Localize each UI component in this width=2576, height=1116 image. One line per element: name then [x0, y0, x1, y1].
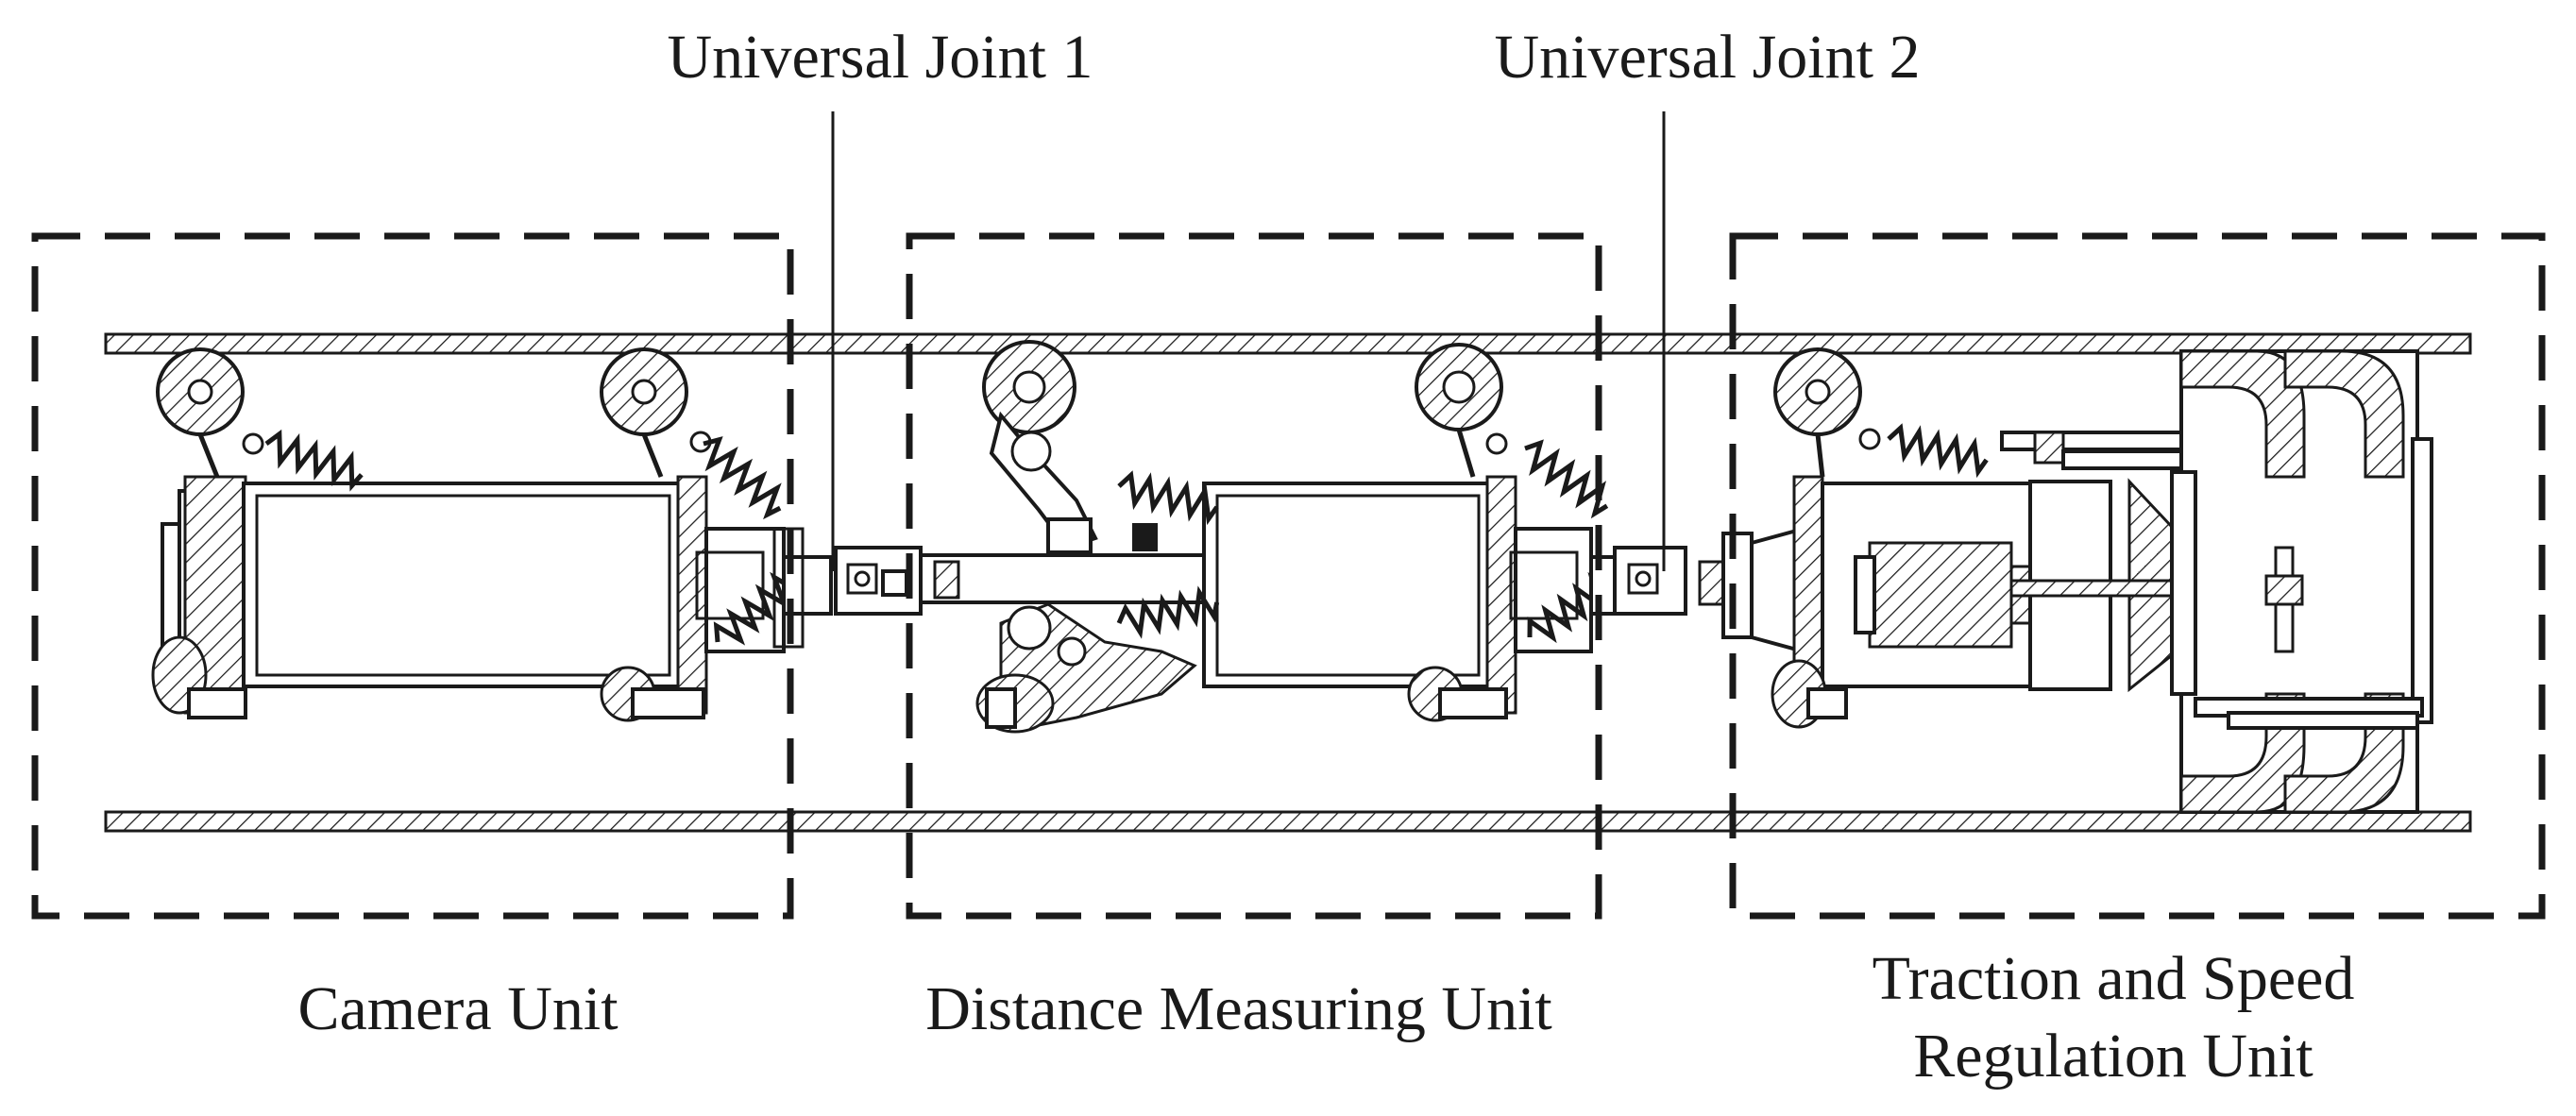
distance-measuring-unit-boundary: [906, 232, 1602, 920]
camera-unit-label: Camera Unit: [297, 974, 618, 1043]
universal-joint-2-label: Universal Joint 2: [1495, 23, 1921, 92]
universal-joint-2-part: [1589, 532, 1754, 639]
camera-unit-module: [151, 347, 803, 722]
distance-measuring-unit-label: Distance Measuring Unit: [925, 974, 1552, 1043]
traction-unit-module: [1750, 347, 2433, 814]
universal-joint-1-label: Universal Joint 1: [668, 23, 1093, 92]
camera-unit-boundary: [31, 232, 794, 920]
traction-unit-label-line2: Regulation Unit: [1913, 1022, 2313, 1091]
distance-measuring-unit-module: [919, 340, 1619, 734]
traction-unit-label-line1: Traction and Speed: [1873, 944, 2355, 1013]
pipe-bottom-wall: [104, 810, 2472, 833]
pipe-top-wall: [104, 332, 2472, 355]
traction-unit-boundary: [1729, 232, 2546, 920]
universal-joint-1-part: [772, 527, 923, 649]
